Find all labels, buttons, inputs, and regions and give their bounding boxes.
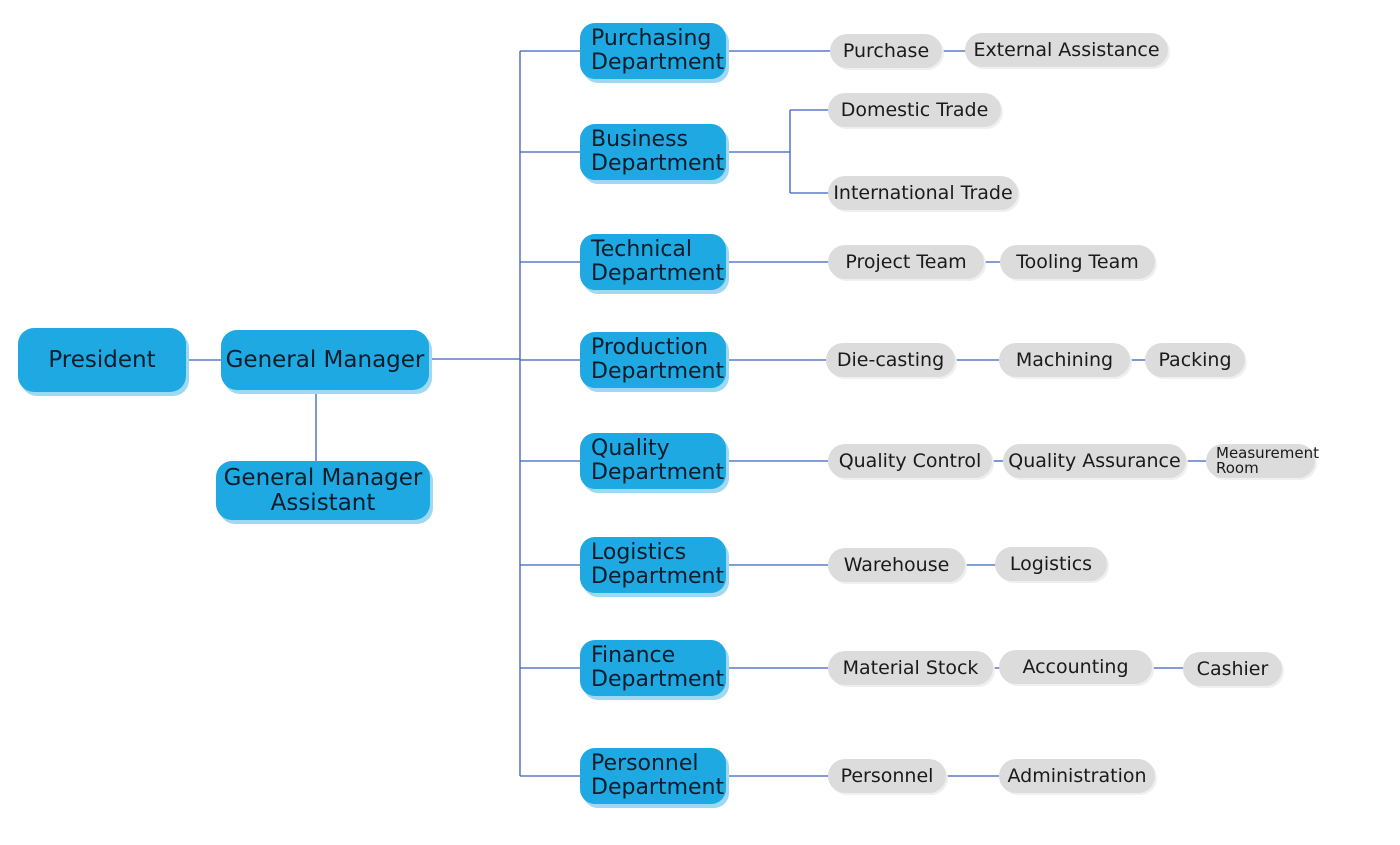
unit-label: Measurement Room bbox=[1216, 444, 1319, 477]
unit-measurement-room: Measurement Room bbox=[1206, 444, 1319, 478]
unit-label: Cashier bbox=[1196, 658, 1269, 680]
unit-administration: Administration bbox=[999, 759, 1155, 793]
unit-label: Administration bbox=[1007, 765, 1147, 787]
department-production: Production Department bbox=[580, 332, 726, 388]
unit-quality-control: Quality Control bbox=[828, 444, 992, 478]
unit-label: Tooling Team bbox=[1016, 251, 1139, 273]
unit-cashier: Cashier bbox=[1183, 652, 1282, 686]
department-quality: Quality Department bbox=[580, 433, 726, 489]
unit-label: Logistics bbox=[1009, 553, 1093, 575]
unit-warehouse: Warehouse bbox=[828, 548, 965, 582]
unit-label: Material Stock bbox=[842, 657, 979, 679]
unit-machining: Machining bbox=[999, 343, 1130, 377]
unit-accounting: Accounting bbox=[999, 650, 1152, 684]
unit-label: Quality Control bbox=[838, 450, 982, 472]
unit-packing: Packing bbox=[1145, 343, 1245, 377]
unit-label: Quality Assurance bbox=[1008, 450, 1181, 472]
unit-label: Packing bbox=[1158, 349, 1232, 371]
gm-assistant-node: General Manager Assistant bbox=[216, 461, 430, 520]
unit-label: Accounting bbox=[1022, 656, 1129, 678]
unit-international-trade: International Trade bbox=[828, 176, 1018, 210]
department-label: Logistics Department bbox=[591, 540, 725, 589]
unit-label: Machining bbox=[1015, 349, 1114, 371]
unit-label: International Trade bbox=[833, 182, 1013, 204]
general-manager-node: General Manager bbox=[221, 330, 429, 390]
president-node: President bbox=[18, 328, 186, 392]
department-label: Purchasing Department bbox=[591, 26, 725, 75]
unit-label: External Assistance bbox=[973, 39, 1160, 61]
department-label: Finance Department bbox=[591, 643, 725, 692]
unit-label: Warehouse bbox=[843, 554, 950, 576]
department-label: Technical Department bbox=[591, 237, 725, 286]
general-manager-label: General Manager bbox=[225, 346, 425, 373]
unit-label: Project Team bbox=[845, 251, 967, 273]
unit-label: Personnel bbox=[840, 765, 934, 787]
gm-assistant-label: General Manager Assistant bbox=[223, 464, 423, 516]
unit-die-casting: Die-casting bbox=[826, 343, 955, 377]
department-business: Business Department bbox=[580, 124, 726, 180]
unit-purchase: Purchase bbox=[830, 34, 942, 68]
department-finance: Finance Department bbox=[580, 640, 726, 696]
department-label: Business Department bbox=[591, 127, 725, 176]
department-label: Production Department bbox=[591, 335, 725, 384]
unit-personnel: Personnel bbox=[828, 759, 946, 793]
president-label: President bbox=[48, 346, 156, 373]
unit-material-stock: Material Stock bbox=[828, 651, 993, 685]
department-label: Quality Department bbox=[591, 436, 725, 485]
unit-tooling-team: Tooling Team bbox=[1000, 245, 1155, 279]
department-label: Personnel Department bbox=[591, 751, 725, 800]
unit-domestic-trade: Domestic Trade bbox=[828, 93, 1001, 127]
unit-quality-assurance: Quality Assurance bbox=[1003, 444, 1186, 478]
department-technical: Technical Department bbox=[580, 234, 726, 290]
unit-label: Domestic Trade bbox=[840, 99, 989, 121]
unit-label: Purchase bbox=[842, 40, 930, 62]
unit-project-team: Project Team bbox=[828, 245, 984, 279]
department-logistics: Logistics Department bbox=[580, 537, 726, 593]
unit-external-assistance: External Assistance bbox=[965, 33, 1168, 67]
unit-logistics: Logistics bbox=[995, 547, 1107, 581]
department-personnel: Personnel Department bbox=[580, 748, 726, 804]
department-purchasing: Purchasing Department bbox=[580, 23, 726, 79]
unit-label: Die-casting bbox=[836, 349, 945, 371]
